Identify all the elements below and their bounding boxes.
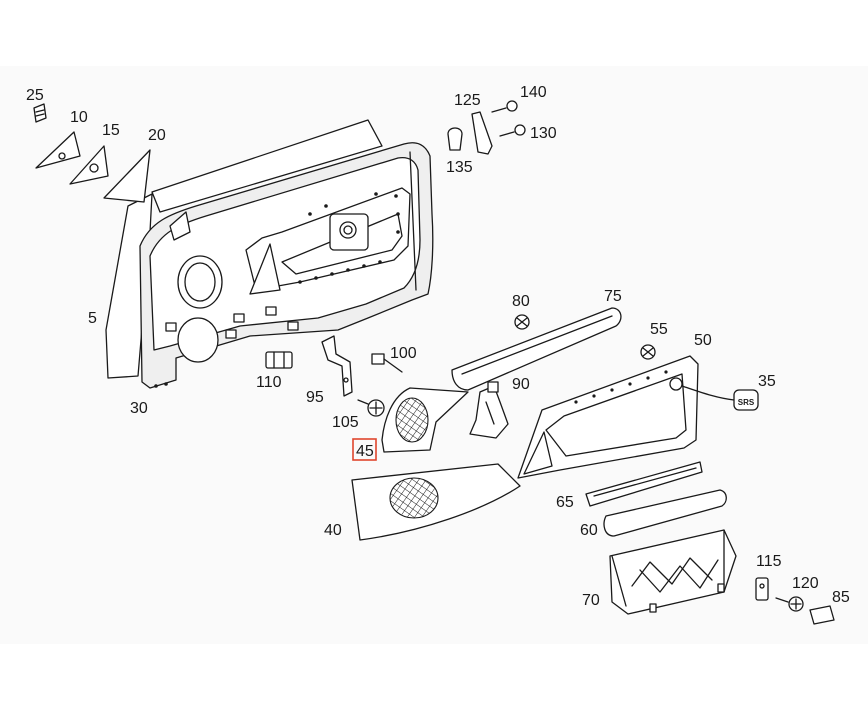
part-75-window-rail: [451, 307, 622, 391]
callout-70[interactable]: 70: [582, 592, 600, 609]
part-65-strip: [585, 461, 703, 507]
callout-55[interactable]: 55: [650, 321, 668, 338]
callout-115[interactable]: 115: [756, 553, 782, 570]
callout-10[interactable]: 10: [70, 109, 88, 126]
part-135-plug: [447, 127, 463, 151]
callout-95[interactable]: 95: [306, 389, 324, 406]
part-80-clip: [514, 314, 530, 330]
callout-25[interactable]: 25: [26, 87, 44, 104]
part-100-screw: [371, 353, 403, 373]
callout-120[interactable]: 120: [792, 575, 819, 592]
callout-30[interactable]: 30: [130, 400, 148, 417]
callout-labels: 25 10 15 20 5 30 110 95 100 105 45 40 12…: [26, 84, 850, 609]
callout-35[interactable]: 35: [758, 373, 776, 390]
callout-50[interactable]: 50: [694, 332, 712, 349]
part-95-bracket: [321, 335, 353, 397]
part-115-clip: [755, 577, 769, 601]
part-110-clip: [265, 351, 293, 369]
part-90-handle-bracket: [469, 381, 509, 439]
part-70-map-pocket: [609, 529, 737, 615]
callout-45[interactable]: 45: [356, 443, 374, 460]
part-20-corner-trim: [103, 149, 151, 203]
part-120-screw: [775, 596, 804, 612]
part-130-screw: [499, 124, 526, 137]
callout-5[interactable]: 5: [88, 310, 97, 327]
part-55-clip: [640, 344, 656, 360]
part-125-bracket: [471, 111, 493, 155]
callout-110[interactable]: 110: [256, 374, 282, 391]
part-15-mirror-cover: [69, 145, 109, 185]
callout-40[interactable]: 40: [324, 522, 342, 539]
callout-100[interactable]: 100: [390, 345, 417, 362]
part-60-pocket-lid: [603, 489, 727, 537]
srs-badge-text: SRS: [738, 398, 755, 407]
callout-105[interactable]: 105: [332, 414, 359, 431]
callout-75[interactable]: 75: [604, 288, 622, 305]
part-140-screw: [491, 100, 518, 113]
part-30-door-trim-panel: [139, 142, 434, 389]
callout-15[interactable]: 15: [102, 122, 120, 139]
callout-125[interactable]: 125: [454, 92, 481, 109]
callout-65[interactable]: 65: [556, 494, 574, 511]
highlight-box-45: [352, 438, 377, 461]
part-5-door-liner: [105, 119, 383, 379]
part-45-speaker-cover: [381, 387, 469, 453]
part-40-lower-trim: [351, 463, 521, 541]
callout-85[interactable]: 85: [832, 589, 850, 606]
part-35-srs-badge: SRS: [681, 385, 759, 411]
callout-135[interactable]: 135: [446, 159, 473, 176]
part-10-mirror-cover: [35, 131, 81, 169]
callout-20[interactable]: 20: [148, 127, 166, 144]
callout-140[interactable]: 140: [520, 84, 547, 101]
callout-130[interactable]: 130: [530, 125, 557, 142]
callout-80[interactable]: 80: [512, 293, 530, 310]
part-105-expansion-nut: [357, 399, 385, 417]
callout-60[interactable]: 60: [580, 522, 598, 539]
part-25-clip: [33, 103, 47, 123]
part-85-cap: [809, 605, 835, 625]
callout-90[interactable]: 90: [512, 376, 530, 393]
part-50-inner-frame: [517, 355, 699, 479]
